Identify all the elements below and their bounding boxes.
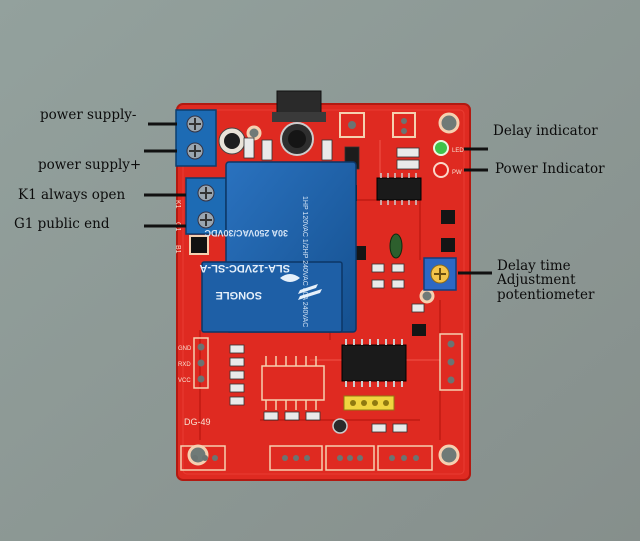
songle-logo: [280, 274, 322, 300]
power-led: [433, 162, 449, 178]
relay-brand-text: SONGLE: [216, 289, 262, 301]
relay-rating-text: 30A 250VAC/30VDC: [204, 228, 288, 238]
ic-footprint: [261, 356, 325, 410]
uart-header: GND RXD VCC: [178, 337, 209, 389]
label-delay-time-2: Adjustment: [497, 272, 576, 288]
delay-led: [433, 140, 449, 156]
small-capacitor: [332, 418, 348, 434]
bottom-connectors: [180, 445, 433, 471]
label-g1-public-end: G1 public end: [14, 216, 110, 232]
right-header: [439, 333, 463, 391]
relay-terminal-block: [185, 177, 227, 255]
label-delay-indicator: Delay indicator: [493, 123, 598, 139]
label-power-supply-minus: power supply-: [40, 107, 137, 123]
leader-lines: [144, 122, 492, 275]
voltage-regulator: [272, 90, 326, 122]
label-power-supply-plus: power supply+: [38, 157, 142, 173]
label-delay-time-3: potentiometer: [497, 287, 595, 303]
power-terminal-block: [175, 109, 217, 167]
logic-ic-top: [376, 173, 422, 205]
capacitors: [218, 122, 314, 156]
crystal: [389, 233, 403, 259]
gnd-silkscreen: GND: [178, 346, 192, 352]
yellow-jumper: [343, 395, 395, 411]
delay-potentiometer: [423, 257, 457, 291]
logic-ic-main: [341, 339, 407, 387]
songle-relay: 1HP 120VAC 1/2HP 240VAC 30A 240VAC 30A 2…: [199, 161, 357, 333]
relay-side-text: 1HP 120VAC 1/2HP 240VAC 30A 240VAC: [301, 196, 308, 327]
label-power-indicator: Power Indicator: [495, 161, 605, 177]
model-silkscreen: DG-49: [184, 417, 211, 427]
top-header: [339, 112, 416, 138]
vcc-silkscreen: VCC: [178, 378, 191, 384]
pw-silkscreen: PW: [452, 170, 462, 176]
rxd-silkscreen: RXD: [178, 362, 191, 368]
relay-model-text: SLA-12VDC-SL-A: [199, 262, 290, 274]
label-k1-always-open: K1 always open: [18, 187, 126, 203]
label-delay-time-1: Delay time: [497, 258, 571, 274]
led-silkscreen: LED: [452, 148, 464, 154]
svg-text:K1: K1: [174, 200, 181, 209]
indicator-leds: LED PW: [433, 140, 464, 178]
svg-text:B1: B1: [174, 245, 181, 254]
